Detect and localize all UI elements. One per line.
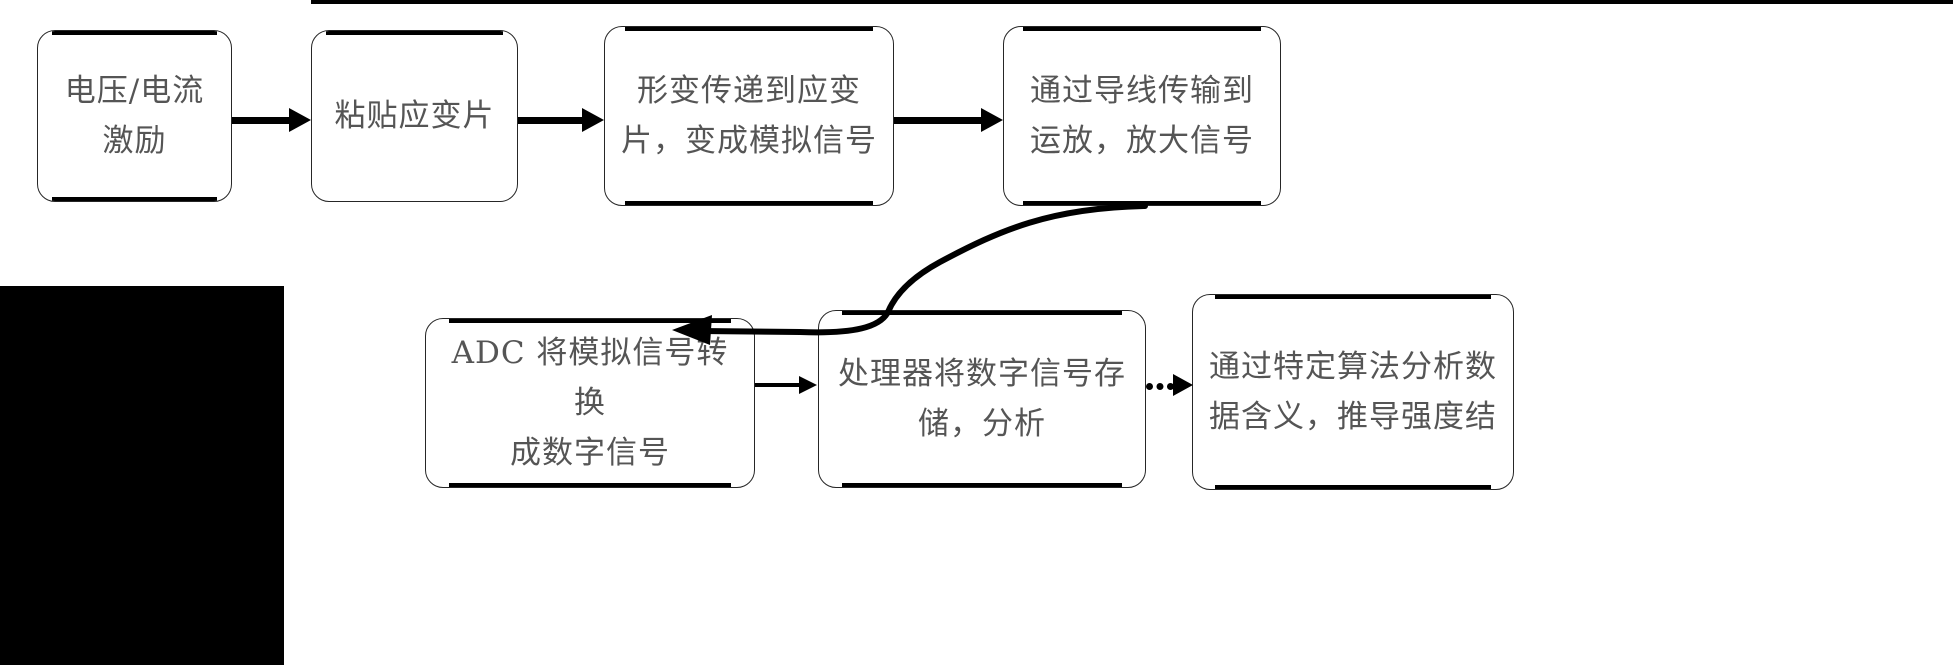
arrow-head: [981, 108, 1003, 132]
node-bottom-cap: [51, 197, 218, 201]
arrow-head: [289, 108, 311, 132]
node-label: 通过特定算法分析数 据含义，推导强度结: [1209, 348, 1497, 435]
node-bottom-cap: [448, 483, 732, 487]
node-bottom-cap: [625, 201, 873, 205]
node-top-cap: [1215, 295, 1491, 299]
node-bottom-cap: [1023, 201, 1261, 205]
arrow-shaft: [232, 117, 290, 124]
node-label: 处理器将数字信号存 储，分析: [838, 355, 1126, 442]
black-block-decoration: [0, 286, 284, 665]
node-attach-strain-gauge[interactable]: 粘贴应变片: [311, 30, 518, 202]
node-deformation-to-analog[interactable]: 形变传递到应变 片，变成模拟信号: [604, 26, 894, 206]
node-label: 形变传递到应变 片，变成模拟信号: [621, 72, 877, 159]
top-horizontal-rule: [311, 0, 1953, 4]
node-top-cap: [326, 31, 503, 35]
node-top-cap: [625, 27, 873, 31]
arrow-head: [1173, 374, 1193, 396]
node-bottom-cap: [841, 483, 1123, 487]
node-algorithm-derive-strength[interactable]: 通过特定算法分析数 据含义，推导强度结: [1192, 294, 1514, 490]
node-label: 电压/电流 激励: [64, 72, 205, 159]
node-excitation[interactable]: 电压/电流 激励: [37, 30, 232, 202]
node-wire-to-opamp[interactable]: 通过导线传输到 运放，放大信号: [1003, 26, 1281, 206]
arrow-shaft: [518, 117, 583, 124]
node-top-cap: [51, 31, 218, 35]
arrow-head: [582, 108, 604, 132]
node-label: ADC 将模拟信号转换 成数字信号: [451, 334, 729, 472]
node-top-cap: [841, 311, 1123, 315]
node-top-cap: [448, 319, 732, 323]
node-top-cap: [1023, 27, 1261, 31]
node-label: 粘贴应变片: [334, 97, 495, 134]
arrow-shaft: [894, 117, 982, 124]
node-adc-convert[interactable]: ADC 将模拟信号转换 成数字信号: [425, 318, 755, 488]
node-label: 通过导线传输到 运放，放大信号: [1030, 72, 1254, 159]
arrow-shaft: [755, 383, 800, 387]
node-processor-store-analyze[interactable]: 处理器将数字信号存 储，分析: [818, 310, 1146, 488]
arrow-head: [799, 376, 817, 394]
arrow-shaft: [1146, 383, 1174, 390]
node-bottom-cap: [1215, 485, 1491, 489]
